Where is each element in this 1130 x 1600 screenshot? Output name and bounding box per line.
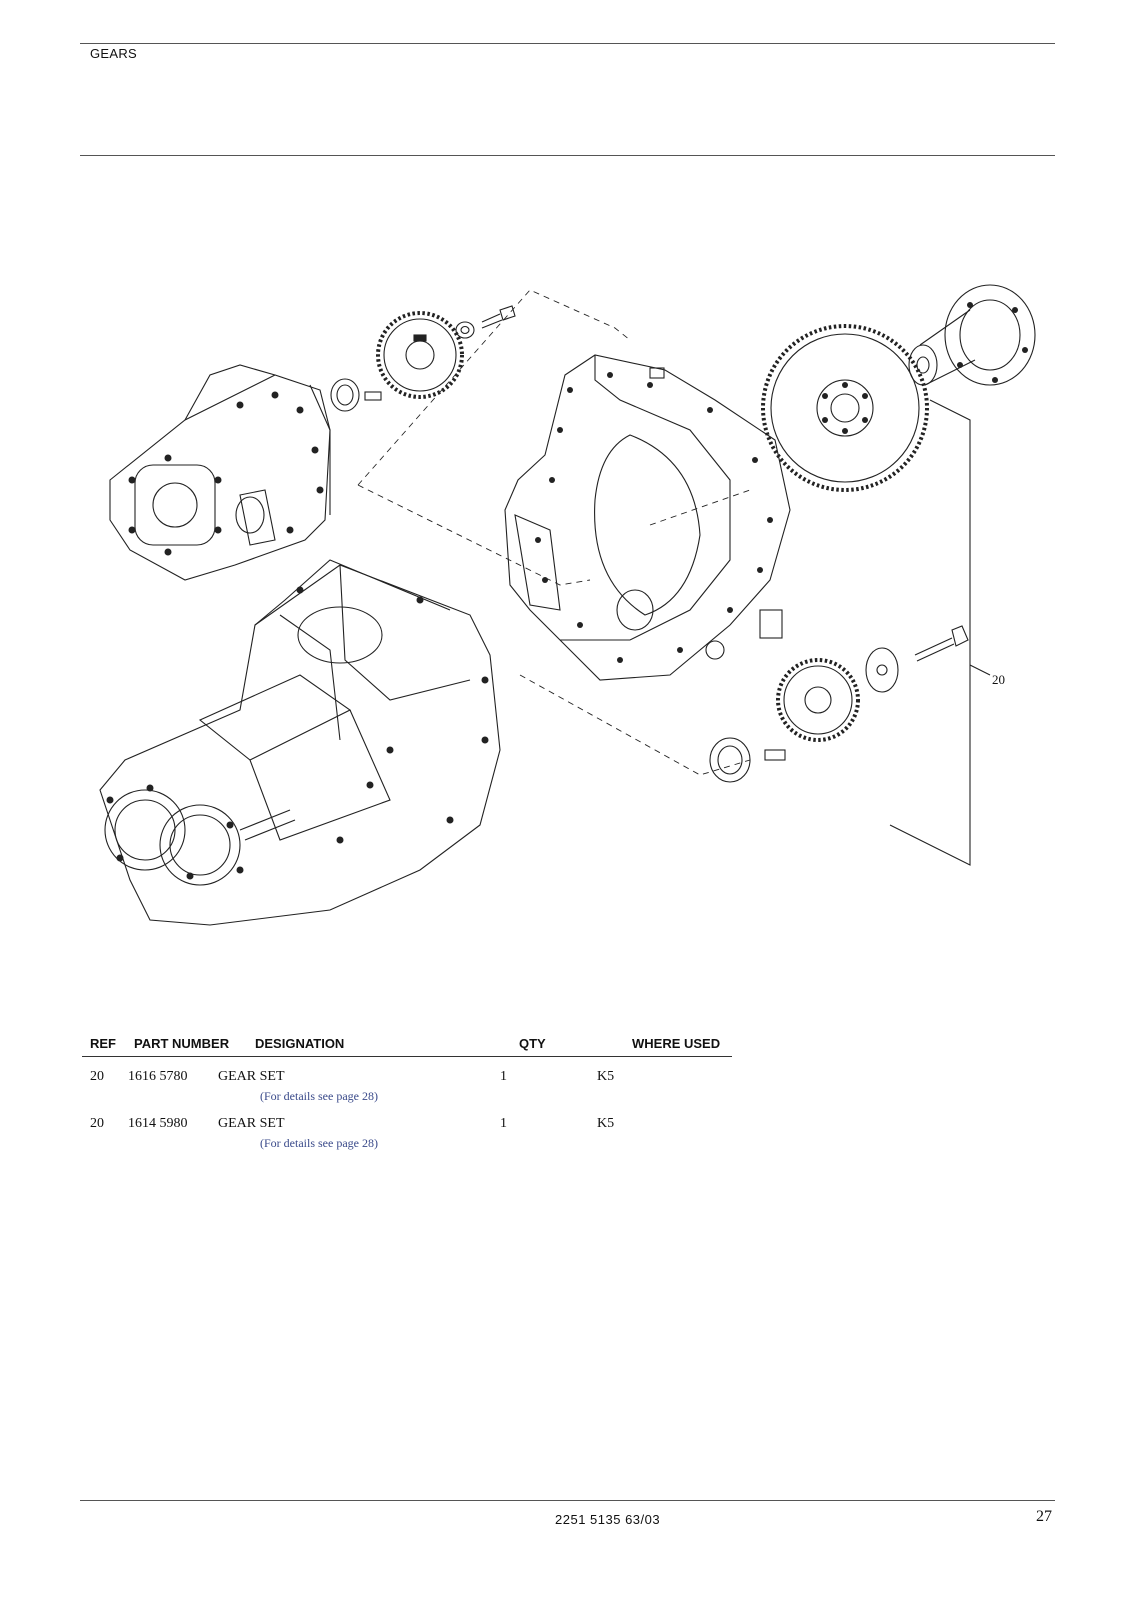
pinion-gear-lower: [776, 658, 860, 742]
header-top-rule: [80, 43, 1055, 44]
row-ref: 20: [90, 1069, 104, 1084]
col-header-designation: DESIGNATION: [255, 1036, 345, 1051]
screw-lower: [914, 625, 969, 662]
exploded-view-figure: 20: [90, 280, 1050, 930]
bearing-ring-upper: [330, 378, 360, 412]
washer-and-screw-upper: [455, 305, 516, 339]
row-designation: GEAR SET: [218, 1116, 285, 1131]
large-drive-gear: [761, 324, 929, 492]
row-designation: GEAR SET: [218, 1069, 285, 1084]
key-upper: [364, 391, 382, 401]
washer-lower: [865, 647, 899, 693]
col-header-ref: REF: [90, 1036, 116, 1051]
compressor-housing-lower: [99, 559, 501, 926]
section-title: GEARS: [90, 46, 138, 61]
footer-rule: [80, 1500, 1055, 1501]
key-lower: [764, 749, 786, 761]
callout-label: 20: [992, 672, 1005, 687]
assembly-guide-lines: [357, 289, 751, 776]
pinion-gear-upper: [376, 311, 464, 399]
table-header-rule: [82, 1056, 732, 1057]
bearing-ring-lower: [709, 737, 751, 783]
row-note: (For details see page 28): [260, 1089, 378, 1103]
col-header-part-number: PART NUMBER: [134, 1036, 230, 1051]
compressor-element-upper: [109, 364, 331, 581]
document-number: 2251 5135 63/03: [555, 1512, 661, 1527]
gear-set-callout-leader: [889, 399, 991, 866]
col-header-where-used: WHERE USED: [632, 1036, 721, 1051]
row-part-number: 1616 5780: [128, 1069, 188, 1084]
drive-flange: [908, 284, 1036, 386]
row-ref: 20: [90, 1116, 104, 1131]
row-qty: 1: [500, 1116, 507, 1131]
gear-casing: [504, 354, 791, 681]
row-where-used: K5: [597, 1069, 615, 1084]
table-row: 20 1616 5780 GEAR SET (For details see p…: [82, 1069, 732, 1113]
row-where-used: K5: [597, 1116, 615, 1131]
page-number: 27: [1036, 1508, 1052, 1525]
row-qty: 1: [500, 1069, 507, 1084]
row-note: (For details see page 28): [260, 1136, 378, 1150]
header-bottom-rule: [80, 155, 1055, 156]
table-row: 20 1614 5980 GEAR SET (For details see p…: [82, 1116, 732, 1160]
col-header-qty: QTY: [519, 1036, 546, 1051]
row-part-number: 1614 5980: [128, 1116, 188, 1131]
